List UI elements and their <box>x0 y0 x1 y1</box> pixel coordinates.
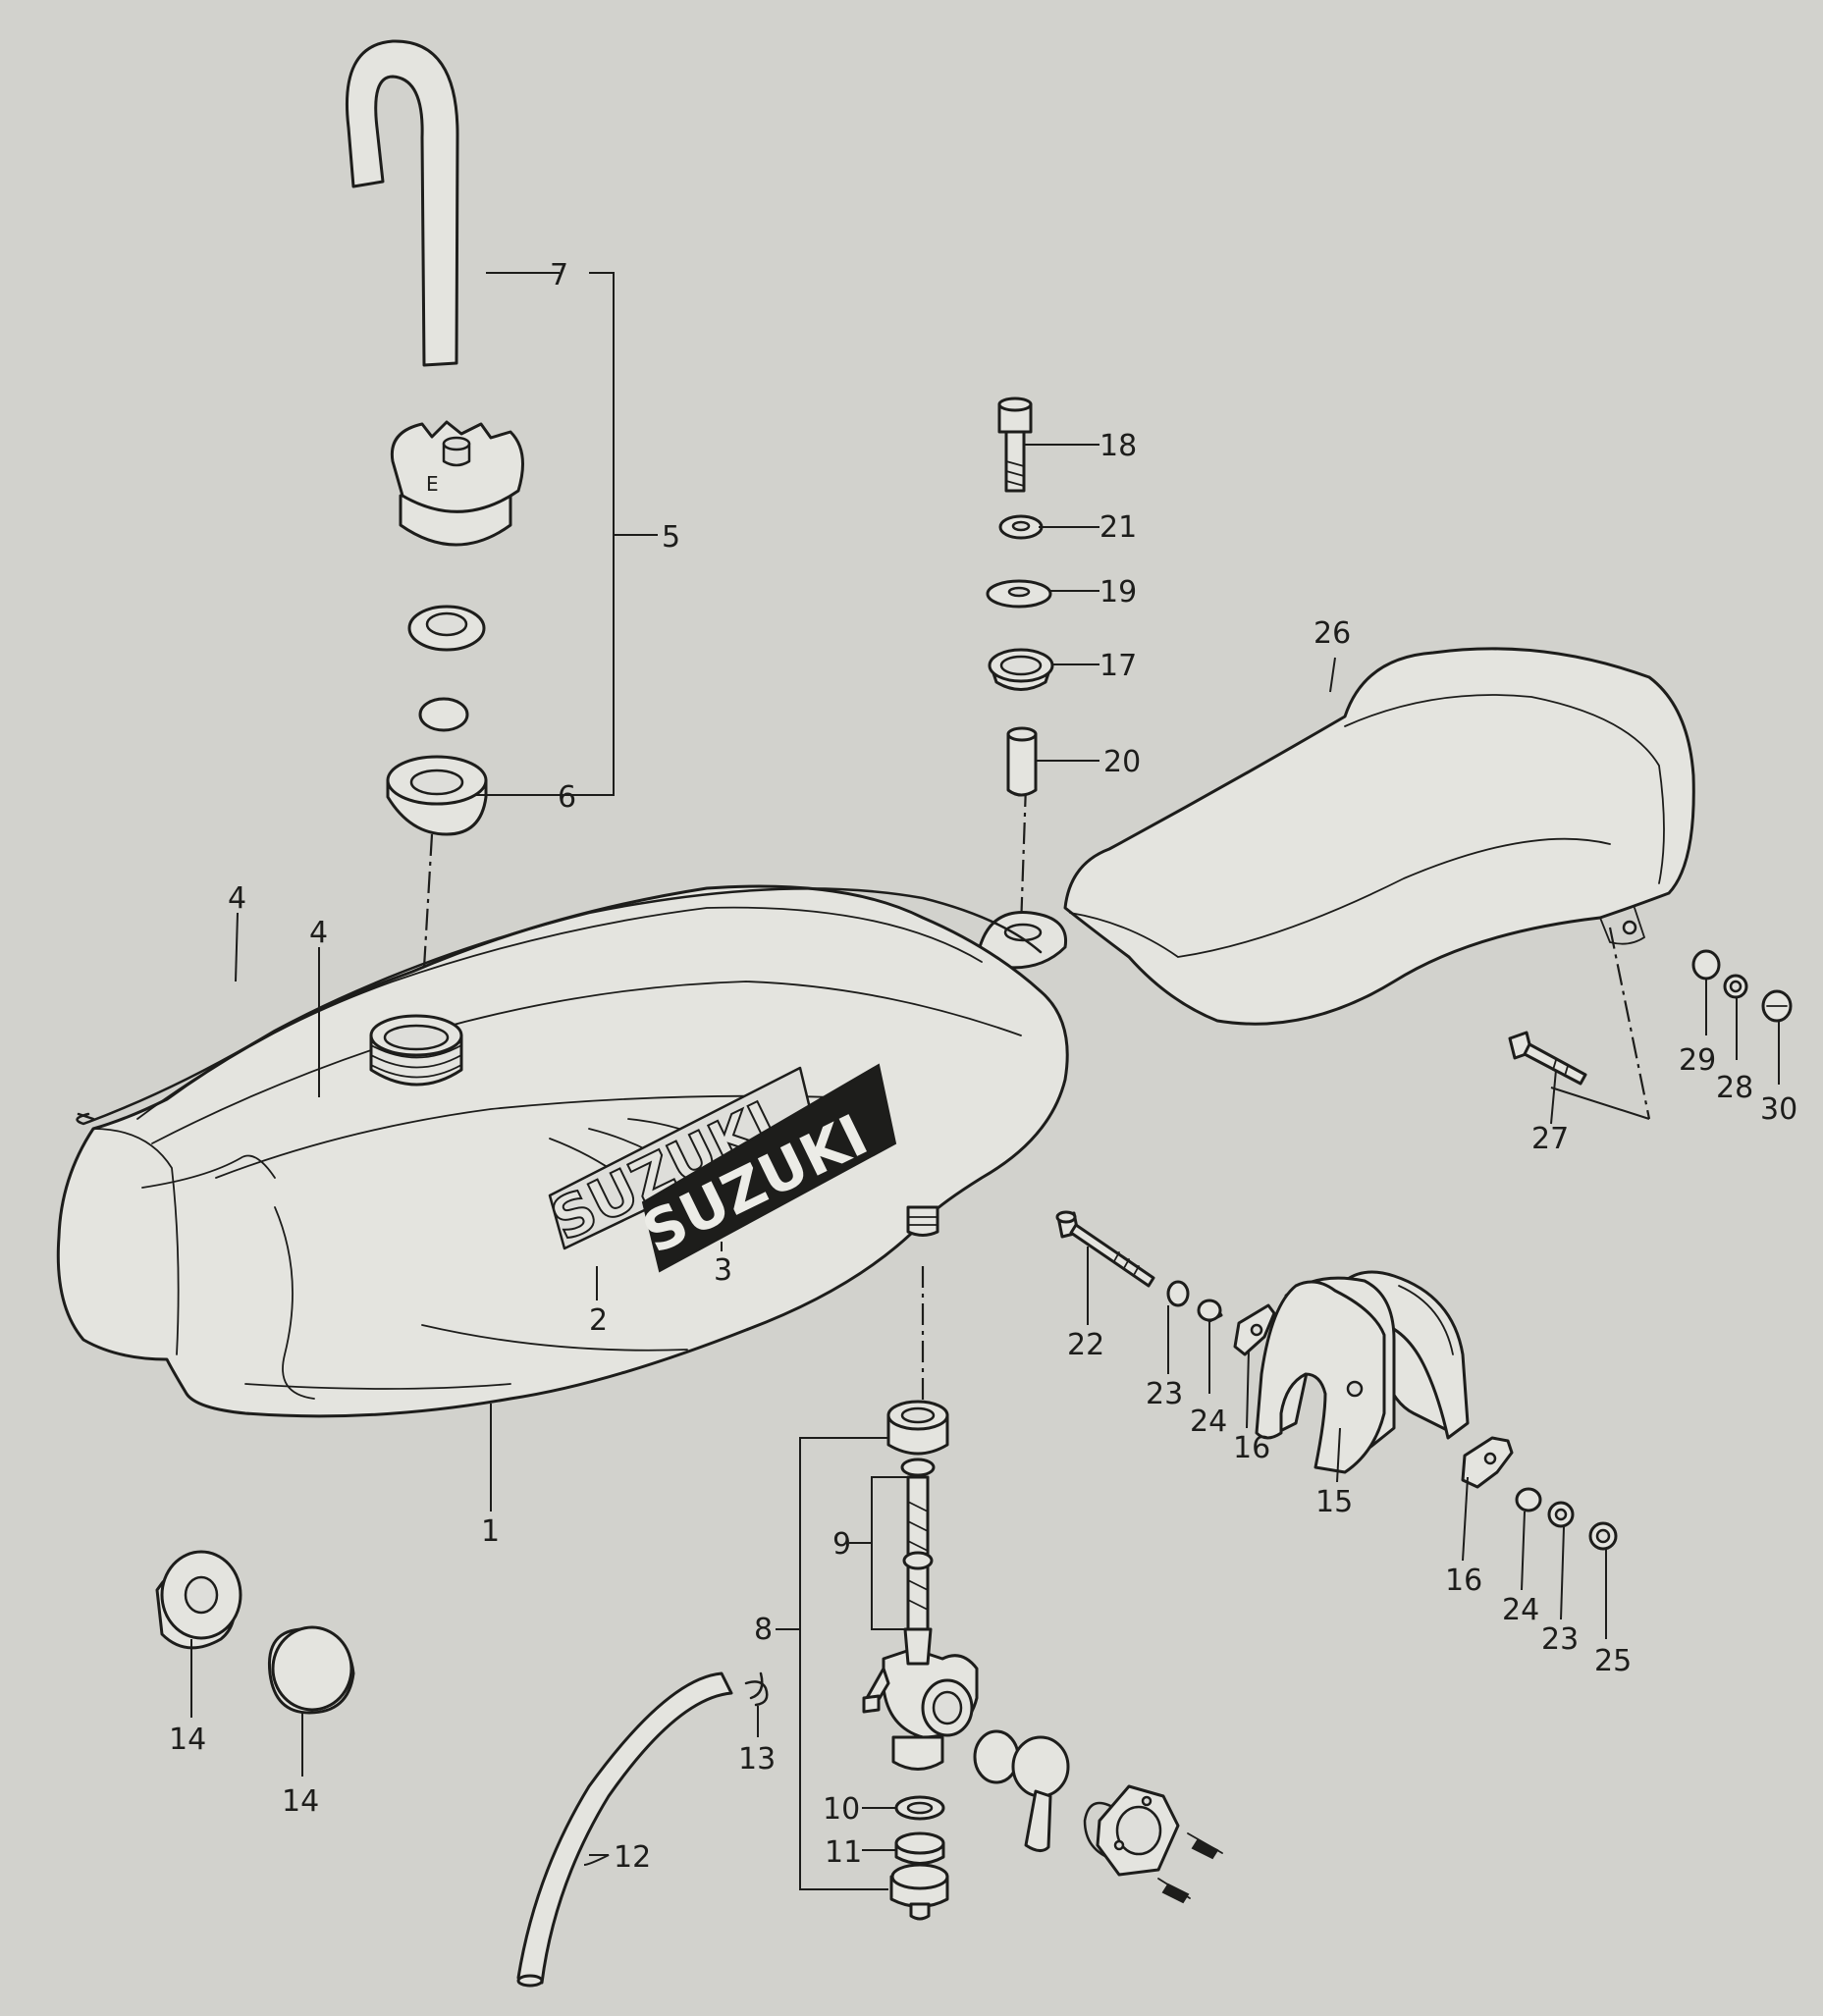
callout-5: 5 <box>662 520 680 555</box>
front-bracket-b <box>1461 1436 1514 1489</box>
callout-26: 26 <box>1314 616 1351 651</box>
fuel-cock-cup <box>889 1863 949 1921</box>
front-washer-a <box>1166 1280 1190 1307</box>
assembly-centre-lines <box>420 784 1651 1404</box>
front-washer-b <box>1547 1501 1575 1528</box>
spacer <box>1006 726 1038 797</box>
fuel-hose <box>516 1671 733 1988</box>
callout-25: 25 <box>1594 1644 1632 1678</box>
callout-14b: 14 <box>282 1784 319 1819</box>
fuel-cock-gasket <box>894 1795 945 1821</box>
callout-13: 13 <box>738 1742 776 1777</box>
callout-11: 11 <box>825 1835 862 1870</box>
rubber-cushion-b <box>267 1625 355 1715</box>
callout-20: 20 <box>1103 745 1141 779</box>
callout-9: 9 <box>832 1527 851 1562</box>
callout-12: 12 <box>614 1840 651 1875</box>
front-bolt <box>1055 1210 1155 1288</box>
cap-mark: E <box>426 472 439 496</box>
tank-stripe <box>76 887 1043 1126</box>
callout-8: 8 <box>754 1613 773 1647</box>
fuel-cock-lever <box>973 1729 1070 1852</box>
callout-4a: 4 <box>228 881 246 916</box>
fuel-cock-filter-ring <box>894 1831 945 1865</box>
callout-21: 21 <box>1099 510 1137 545</box>
callout-7: 7 <box>550 258 568 292</box>
fuel-cock-o-ring <box>1083 1801 1121 1862</box>
callout-4b: 4 <box>309 916 328 950</box>
callout-labels: 7 5 6 4 4 2 3 1 18 21 19 17 20 26 29 28 … <box>169 258 1797 1875</box>
callout-17: 17 <box>1099 649 1137 683</box>
leader-lines <box>190 272 1780 1890</box>
fuel-cock-screws <box>1157 1832 1223 1904</box>
callout-24b: 24 <box>1502 1593 1539 1627</box>
callout-30: 30 <box>1760 1092 1797 1127</box>
seat-nut <box>1761 989 1793 1023</box>
seat-washer <box>1691 949 1721 981</box>
callout-2: 2 <box>589 1303 608 1338</box>
mount-bolt <box>997 397 1033 493</box>
front-collar-a <box>1197 1299 1223 1323</box>
callout-14a: 14 <box>169 1723 206 1757</box>
front-bracket-a <box>1233 1303 1276 1356</box>
callout-15: 15 <box>1315 1485 1353 1519</box>
front-nut <box>1588 1521 1618 1551</box>
plain-washer <box>986 579 1052 609</box>
mount-cushion <box>988 648 1054 691</box>
cap-retainer <box>407 605 486 652</box>
front-collar-b <box>1515 1487 1542 1512</box>
cap-valve <box>418 697 469 732</box>
seat-bolt <box>1508 1031 1587 1086</box>
callout-16b: 16 <box>1445 1564 1482 1598</box>
callout-23a: 23 <box>1146 1377 1183 1411</box>
filler-neck <box>369 1014 463 1087</box>
tank-front-cushion <box>1255 1270 1470 1474</box>
callout-22: 22 <box>1067 1328 1104 1362</box>
lock-washer <box>998 514 1044 540</box>
callout-16a: 16 <box>1233 1431 1270 1465</box>
seat-lock-washer <box>1723 974 1748 999</box>
callout-6: 6 <box>558 780 576 815</box>
cap-gasket <box>386 755 488 836</box>
fuel-cock-cover <box>1096 1784 1180 1877</box>
seat <box>1063 647 1695 1026</box>
tank-outlet <box>906 1205 939 1237</box>
callout-1: 1 <box>481 1514 500 1549</box>
callout-3: 3 <box>714 1253 732 1288</box>
callout-29: 29 <box>1679 1043 1716 1078</box>
callout-28: 28 <box>1716 1071 1753 1105</box>
callout-27: 27 <box>1531 1122 1569 1156</box>
fuel-cock <box>862 1400 979 1771</box>
callout-24a: 24 <box>1190 1405 1227 1439</box>
hose-clip <box>744 1671 769 1707</box>
breather-hose <box>345 39 459 367</box>
fuel-tank <box>56 884 1069 1418</box>
fuel-cap: E <box>390 420 524 547</box>
callout-23b: 23 <box>1541 1622 1579 1657</box>
callout-18: 18 <box>1099 429 1137 463</box>
callout-10: 10 <box>823 1792 860 1827</box>
callout-19: 19 <box>1099 575 1137 610</box>
rubber-cushion-a <box>155 1550 242 1650</box>
